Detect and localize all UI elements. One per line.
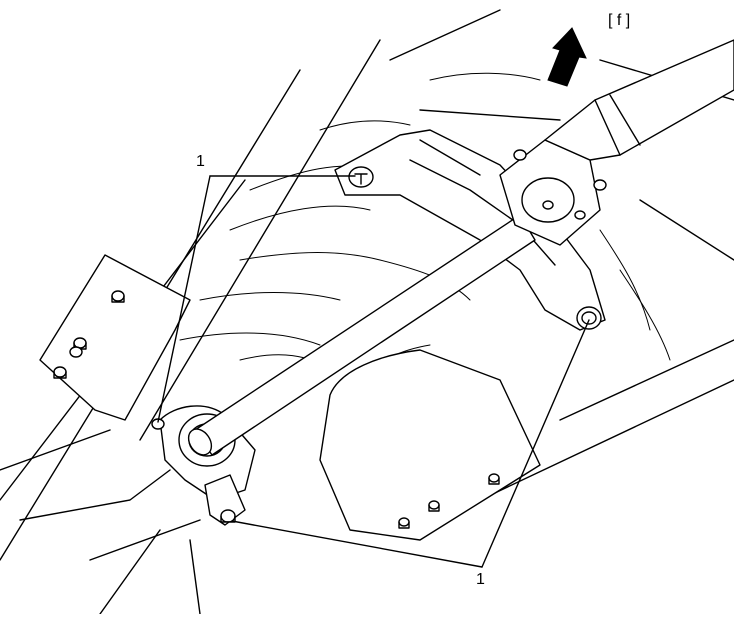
bolt-tank-3 <box>398 517 410 529</box>
bolt-right <box>576 306 602 330</box>
callout-leaders <box>157 175 590 568</box>
mount-bolts <box>151 166 602 523</box>
forward-arrow-icon <box>547 27 587 87</box>
bolt-tank-2 <box>428 500 440 512</box>
bolt-tank-1 <box>488 473 500 485</box>
lower-tank <box>319 349 541 541</box>
direction-label: [ f ] <box>608 12 631 29</box>
bolt-plate-1 <box>111 290 125 303</box>
propeller-shaft <box>187 214 536 456</box>
callout-number-top: 1 <box>196 153 205 170</box>
left-bracket-plate <box>39 254 191 421</box>
callout-number-bottom: 1 <box>476 571 485 588</box>
universal-joint <box>499 39 734 246</box>
bolt-plate-3 <box>69 346 83 358</box>
bolt-top <box>348 166 374 188</box>
bolt-bottom <box>220 509 236 523</box>
bolt-plate-4 <box>53 366 67 379</box>
